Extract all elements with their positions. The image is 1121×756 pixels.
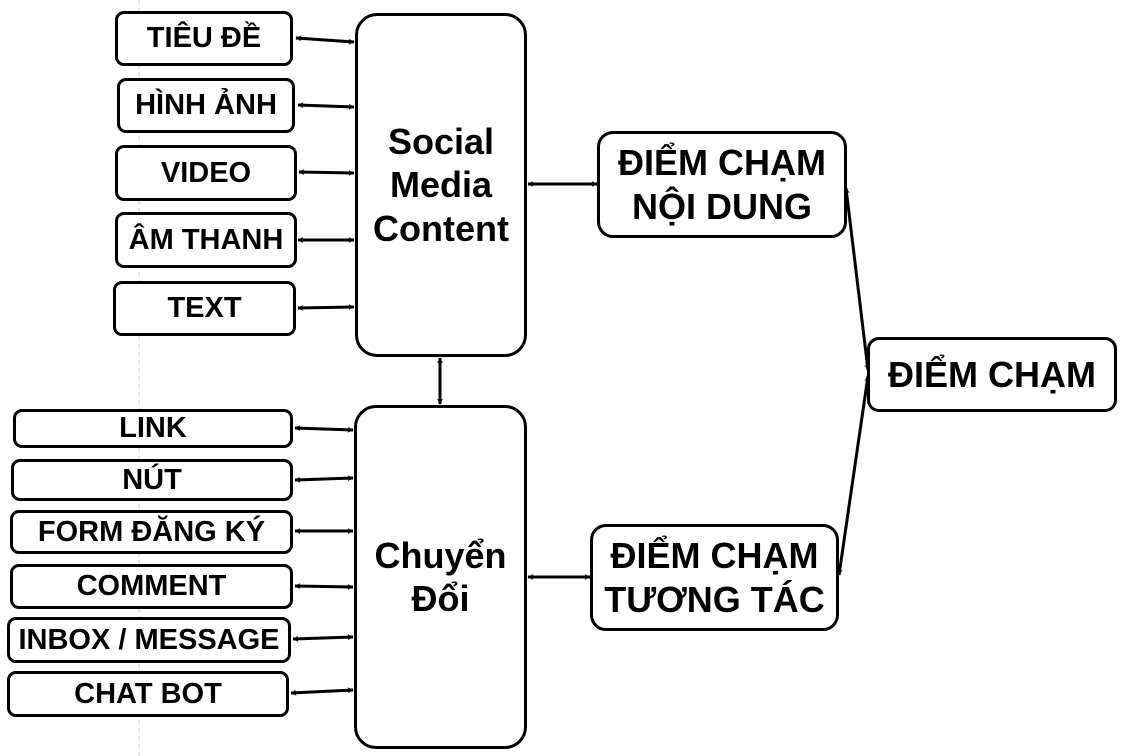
node-tieu-de: TIÊU ĐỀ <box>115 11 293 66</box>
node-chat-bot: CHAT BOT <box>7 671 289 717</box>
edge-inbox <box>292 634 354 642</box>
edge-chat-bot <box>290 687 354 696</box>
node-am-thanh: ÂM THANH <box>115 212 297 268</box>
node-video: VIDEO <box>115 145 297 201</box>
node-hinh-anh: HÌNH ẢNH <box>117 78 295 133</box>
node-comment: COMMENT <box>10 564 293 609</box>
node-inbox: INBOX / MESSAGE <box>7 617 291 663</box>
edge-noi-dung-diem-cham <box>843 187 871 371</box>
edge-hinh-anh <box>297 102 355 110</box>
node-social-media-content: Social Media Content <box>355 13 527 357</box>
edge-tuong-tac-diem-cham <box>836 375 871 576</box>
node-nut: NÚT <box>11 459 293 501</box>
edge-nut <box>294 475 354 483</box>
edge-tieu-de <box>295 35 355 45</box>
edge-video <box>298 169 355 176</box>
node-text: TEXT <box>113 281 296 336</box>
node-form-dang-ky: FORM ĐĂNG KÝ <box>10 510 293 554</box>
node-diem-cham-noi-dung: ĐIỂM CHẠM NỘI DUNG <box>597 131 847 238</box>
edge-link <box>294 425 354 433</box>
edge-text <box>297 304 355 311</box>
node-diem-cham: ĐIỂM CHẠM <box>867 337 1117 412</box>
edge-comment <box>294 583 354 590</box>
node-diem-cham-tuong-tac: ĐIỂM CHẠM TƯƠNG TÁC <box>590 524 839 631</box>
node-chuyen-doi: Chuyển Đổi <box>354 405 527 749</box>
node-link: LINK <box>13 409 293 448</box>
